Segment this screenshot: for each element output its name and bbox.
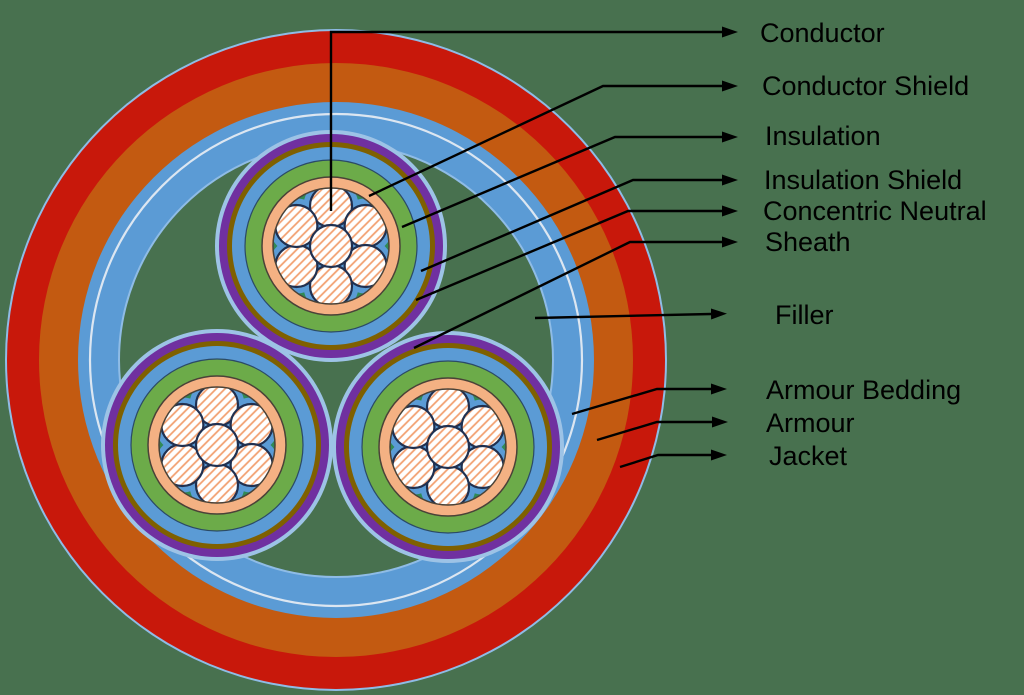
label-conductor: Conductor [760, 18, 885, 48]
leader-line-concentric-neutral [415, 205, 738, 302]
cable-core-right [332, 331, 564, 563]
leader-line-armour-bedding [571, 383, 727, 416]
label-filler: Filler [775, 300, 834, 330]
label-concentric-neutral: Concentric Neutral [763, 196, 987, 226]
label-insulation: Insulation [765, 121, 881, 151]
leader-line-insulation-shield [420, 174, 738, 273]
labels: Conductor Conductor Shield Insulation In… [760, 18, 987, 471]
label-sheath: Sheath [765, 227, 851, 257]
leader-line-armour [596, 416, 728, 442]
bedding-liner-arc [88, 112, 584, 608]
label-armour: Armour [766, 408, 855, 438]
label-armour-bedding: Armour Bedding [766, 375, 961, 405]
leader-line-jacket [619, 449, 727, 469]
label-conductor-shield: Conductor Shield [762, 71, 969, 101]
cable-body [5, 29, 667, 691]
cable-core-left [101, 329, 333, 561]
leader-line-sheath [413, 236, 738, 350]
leader-line-filler [534, 308, 727, 320]
leader-line-conductor [329, 26, 738, 211]
leader-lines [329, 26, 738, 469]
label-insulation-shield: Insulation Shield [764, 165, 962, 195]
label-jacket: Jacket [769, 441, 848, 471]
leader-line-insulation [401, 131, 738, 229]
leader-line-conductor-shield [368, 80, 738, 198]
